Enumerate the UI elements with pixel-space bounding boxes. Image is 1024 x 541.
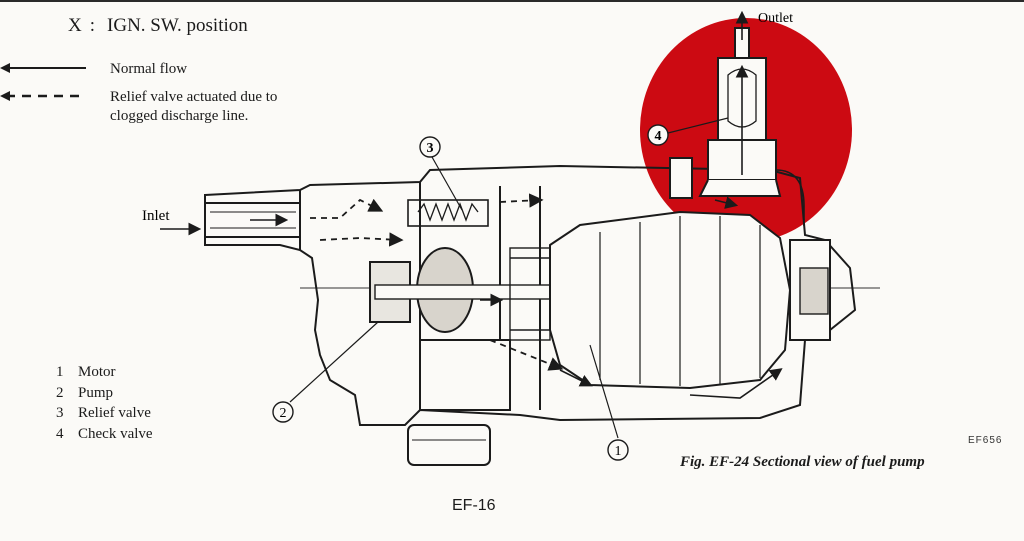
callout-2: 2 (272, 321, 379, 423)
callout-4-label: 4 (655, 129, 662, 144)
solid-arrow-icon (0, 63, 86, 73)
ign-switch-legend: X: IGN. SW. position (68, 15, 248, 37)
x-description: IGN. SW. position (107, 15, 248, 36)
figure-code: EF656 (968, 435, 1003, 446)
relief-flow-line-2: clogged discharge line. (110, 108, 249, 124)
normal-flow-label: Normal flow (110, 61, 188, 77)
relief-flow-label: Relief valve actuated due to clogged dis… (110, 88, 277, 126)
normal-flow-legend: Normal flow (0, 60, 187, 79)
page-number: EF-16 (452, 497, 496, 514)
electrical-connector (407, 339, 511, 466)
outlet-check-valve (669, 10, 805, 226)
dashed-arrow-icon (0, 91, 86, 101)
end-bearing (789, 239, 831, 341)
normal-flow-arrows (250, 196, 783, 399)
callout-3: 3 (419, 136, 463, 211)
inlet-label: Inlet (142, 208, 170, 224)
relief-valve-spring (407, 199, 489, 227)
callout-4: 4 (647, 117, 729, 146)
outlet-label: Outlet (758, 11, 793, 26)
pump-body (369, 247, 551, 333)
relief-flow-legend: Relief valve actuated due to clogged dis… (0, 88, 277, 126)
callout-1-label: 1 (615, 444, 622, 459)
relief-flow-line-1: Relief valve actuated due to (110, 89, 278, 105)
callout-2-label: 2 (280, 406, 287, 421)
top-rule (0, 0, 1024, 2)
figure-caption: Fig. EF-24 Sectional view of fuel pump (680, 454, 925, 470)
x-separator: : (89, 15, 96, 36)
callout-3-label: 3 (427, 141, 434, 156)
relief-flow-arrows (310, 193, 564, 371)
callout-1: 1 (589, 344, 629, 461)
motor-armature (509, 210, 792, 390)
x-symbol: X (68, 15, 82, 36)
